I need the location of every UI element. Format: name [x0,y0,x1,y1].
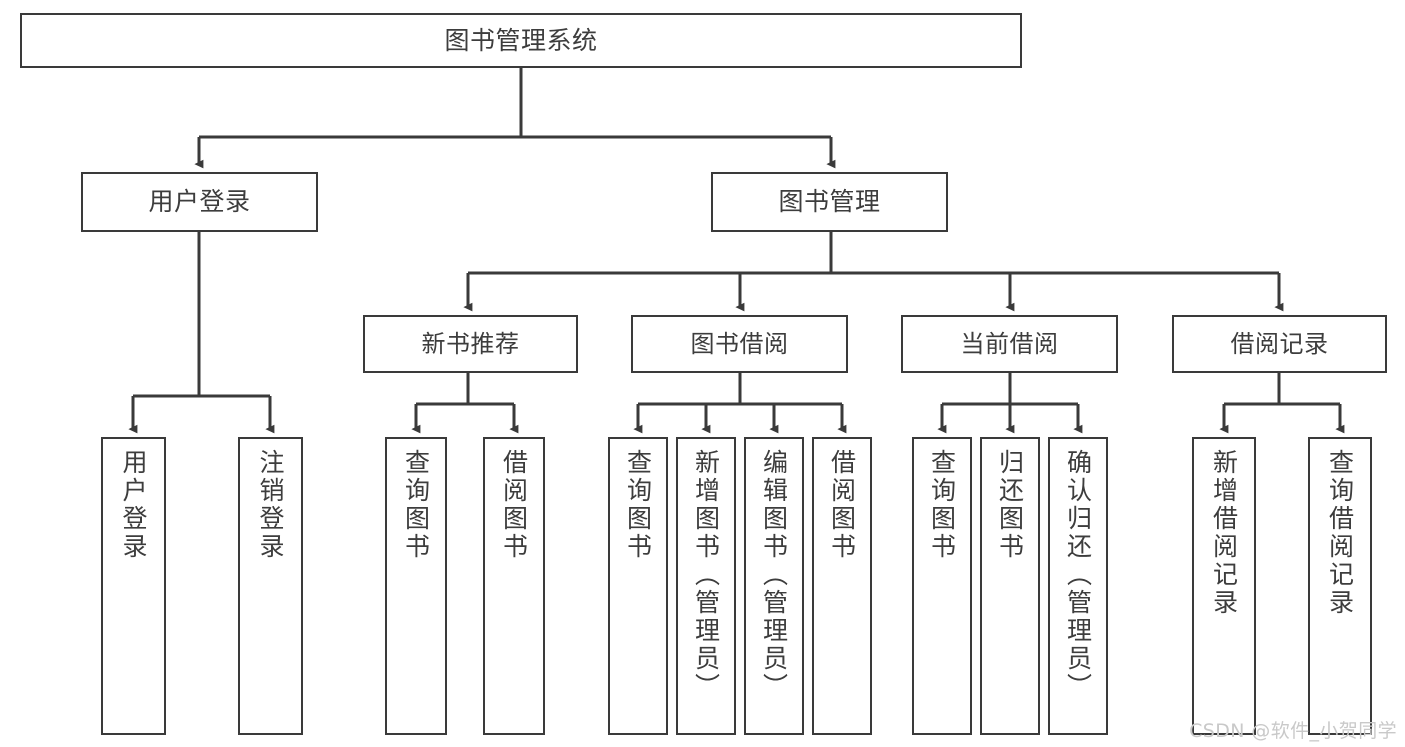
node-leaf-return-book[interactable]: 归还图书 [980,437,1040,735]
node-label: 注销登录 [256,449,285,561]
node-leaf-user-login[interactable]: 用户登录 [101,437,166,735]
node-label: 用户登录 [119,449,148,561]
node-book-borrow[interactable]: 图书借阅 [631,315,848,373]
node-label: 图书管理 [778,187,881,217]
node-label: 查询图书 [927,449,957,561]
node-label: 当前借阅 [960,329,1059,358]
node-label: 新增借阅记录 [1209,449,1239,617]
node-leaf-logout-login[interactable]: 注销登录 [238,437,303,735]
node-book-management-system[interactable]: 图书管理系统 [20,13,1022,68]
node-leaf-edit-book[interactable]: 编辑图书（管理员） [744,437,804,735]
node-leaf-borrow-book[interactable]: 借阅图书 [812,437,872,735]
node-leaf-query-book-recommend[interactable]: 查询图书 [385,437,447,735]
node-label: 查询图书 [401,449,431,561]
node-leaf-add-book[interactable]: 新增图书（管理员） [676,437,736,735]
node-leaf-add-borrow-record[interactable]: 新增借阅记录 [1192,437,1256,735]
node-leaf-query-book-borrow[interactable]: 查询图书 [608,437,668,735]
node-label: 借阅图书 [499,449,529,561]
node-label: 借阅记录 [1230,329,1329,358]
node-label: 查询图书 [623,449,653,561]
node-borrow-record[interactable]: 借阅记录 [1172,315,1387,373]
node-leaf-query-borrow-record[interactable]: 查询借阅记录 [1308,437,1372,735]
node-label: 借阅图书 [827,449,857,561]
node-label: 图书管理系统 [444,25,598,55]
node-current-borrow[interactable]: 当前借阅 [901,315,1118,373]
node-user-login[interactable]: 用户登录 [81,172,318,232]
node-label: 用户登录 [148,187,251,217]
node-label: 确认归还（管理员） [1063,449,1093,701]
node-label: 归还图书 [995,449,1025,561]
node-label: 新书推荐 [421,329,520,358]
node-new-book-recommend[interactable]: 新书推荐 [363,315,578,373]
node-label: 编辑图书（管理员） [759,449,789,701]
node-leaf-borrow-book-recommend[interactable]: 借阅图书 [483,437,545,735]
node-label: 新增图书（管理员） [691,449,721,701]
node-label: 图书借阅 [690,329,789,358]
node-leaf-query-book-current[interactable]: 查询图书 [912,437,972,735]
node-leaf-confirm-return[interactable]: 确认归还（管理员） [1048,437,1108,735]
csdn-watermark: CSDN @软件_小贺同学 [1189,720,1397,742]
node-book-management[interactable]: 图书管理 [711,172,948,232]
node-label: 查询借阅记录 [1325,449,1355,617]
